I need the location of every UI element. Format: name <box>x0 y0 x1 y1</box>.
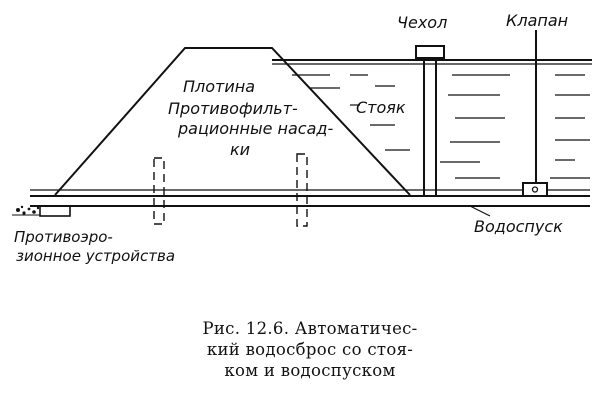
anti-erosion-device <box>12 205 71 217</box>
label-filter-line3: ки <box>230 140 250 159</box>
cover-cap <box>415 45 445 59</box>
anti-filtration-collar-left <box>153 157 165 225</box>
caption-line-3: ком и водоспуском <box>224 361 396 380</box>
label-outlet: Водоспуск <box>474 217 563 236</box>
figure-caption: Рис. 12.6. Автоматичес- кий водосброс со… <box>160 318 460 381</box>
outlet-leader <box>469 205 491 217</box>
label-valve: Клапан <box>506 11 568 30</box>
anti-filtration-collar-right <box>296 153 308 227</box>
caption-line-1: Рис. 12.6. Автоматичес- <box>202 319 418 338</box>
label-anti-erosion-line2: зионное устройства <box>16 247 175 265</box>
outlet-valve-box <box>522 182 548 197</box>
label-filter-line2: рационные насад- <box>177 119 333 138</box>
ground-lines <box>30 189 590 207</box>
label-dam: Плотина <box>183 77 255 96</box>
label-riser: Стояк <box>356 98 406 117</box>
riser-pipe <box>423 58 437 196</box>
dam-body <box>54 47 411 196</box>
label-anti-erosion-line1: Противоэро- <box>14 228 113 246</box>
label-cover: Чехол <box>397 13 447 32</box>
reservoir-water <box>272 59 592 179</box>
caption-line-2: кий водосброс со стоя- <box>206 340 414 359</box>
label-filter-line1: Противофильт- <box>168 99 298 118</box>
